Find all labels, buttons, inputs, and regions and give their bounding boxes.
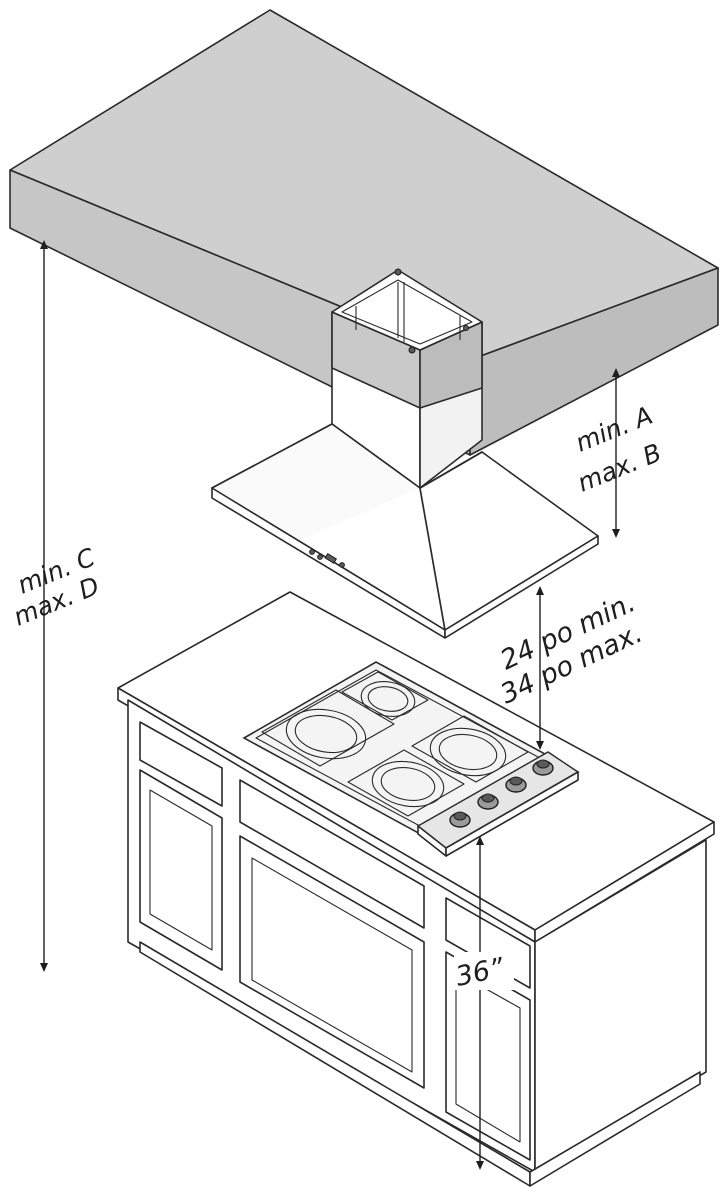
control-knobs: [449, 759, 554, 828]
burner-icon: [360, 681, 416, 717]
screw-icon: [394, 268, 402, 276]
cabinet-side: [534, 839, 707, 1173]
kitchen-island: [117, 591, 715, 1187]
range-hood: [211, 423, 599, 639]
hood-canopy-top: [212, 424, 420, 540]
burner-icon: [285, 708, 367, 760]
screw-icon: [463, 325, 469, 331]
screw-icon: [408, 346, 416, 354]
chimney-cover: [331, 268, 483, 489]
burner-zone-front-left: [261, 689, 395, 767]
hood-canopy-side: [419, 451, 599, 631]
burner-zone-rear-left: [341, 671, 429, 721]
burner-zone-rear-right: [411, 715, 529, 783]
cooktop: [242, 661, 580, 857]
burner-icon: [371, 760, 445, 808]
dimension-lines: [40, 240, 620, 1170]
door-center: [239, 835, 425, 1089]
mounting-bracket: [341, 279, 473, 345]
burner-icon: [429, 727, 507, 777]
countertop-side-edge: [534, 821, 715, 943]
ceiling-slab: [9, 9, 719, 456]
hood-side-rim: [444, 535, 599, 639]
chimney-top-opening: [331, 269, 483, 351]
hood-control-panel: [309, 549, 345, 568]
drawer-left: [139, 721, 223, 807]
burner-zone-front-right: [347, 749, 465, 817]
drawer-middle: [239, 779, 425, 929]
